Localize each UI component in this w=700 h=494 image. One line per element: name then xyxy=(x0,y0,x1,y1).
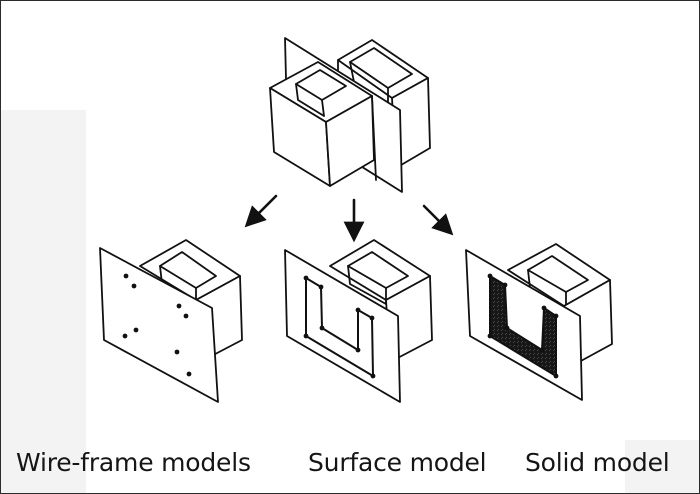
caption-wireframe: Wire-frame models xyxy=(16,448,251,477)
caption-solid: Solid model xyxy=(525,448,670,477)
caption-surface: Surface model xyxy=(308,448,487,477)
solid-model xyxy=(465,243,613,401)
arrows xyxy=(244,194,454,243)
top-object xyxy=(269,37,431,193)
surface-plane xyxy=(284,249,401,403)
background-panel-left xyxy=(1,110,86,493)
top-block-front xyxy=(269,61,377,187)
arrow-right xyxy=(422,204,454,236)
solid-vertices xyxy=(487,273,559,379)
wireframe-model xyxy=(99,239,243,403)
arrow-left xyxy=(244,194,278,228)
wireframe-plane xyxy=(99,247,219,403)
surface-model xyxy=(284,239,433,403)
surface-vertices xyxy=(303,275,376,379)
wireframe-vertices xyxy=(122,273,192,377)
background-panel-right xyxy=(625,440,699,493)
